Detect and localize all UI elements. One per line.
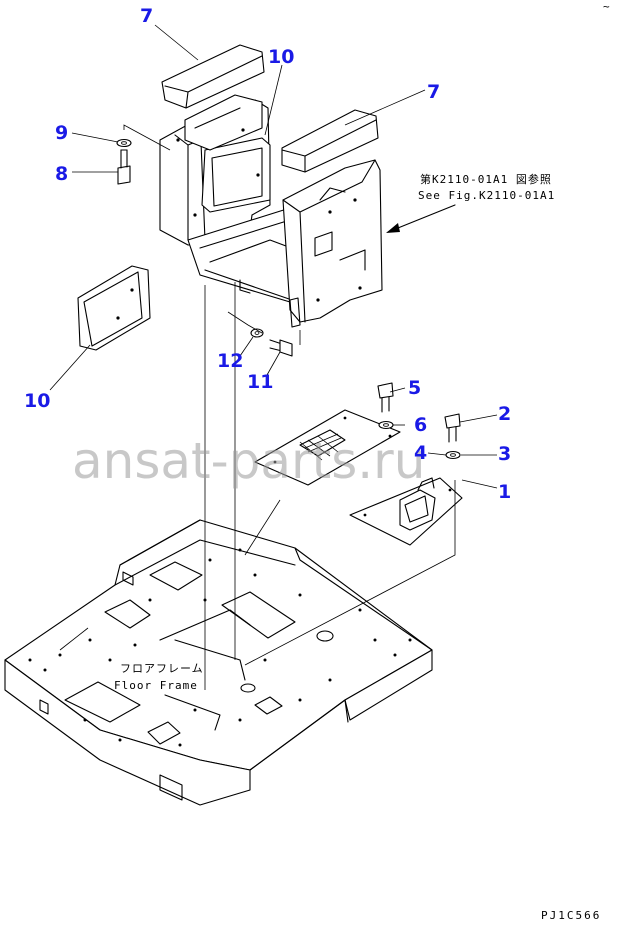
assembly-guide-lines <box>59 282 456 690</box>
callout-7-right: 7 <box>427 81 440 103</box>
bolt-8 <box>117 149 131 185</box>
armrest-cushion-left <box>161 44 265 109</box>
callout-7-top: 7 <box>140 5 153 27</box>
callout-9: 9 <box>55 122 68 144</box>
seat-stand-assembly <box>159 94 383 328</box>
armrest-cushion-right <box>281 109 379 173</box>
reference-arrow <box>386 204 456 233</box>
bracket-1 <box>349 477 463 546</box>
floor-frame-label-jp: フロアフレーム <box>120 662 204 675</box>
callout-1: 1 <box>498 481 511 503</box>
callout-10-top: 10 <box>268 46 294 68</box>
washer-9 <box>116 138 132 148</box>
callout-12: 12 <box>217 350 243 372</box>
floor-frame-label-en: Floor Frame <box>114 679 198 692</box>
callout-4: 4 <box>414 442 427 464</box>
bolt-5 <box>377 382 394 413</box>
bolt-11-guide-line <box>227 311 263 334</box>
callout-3: 3 <box>498 443 511 465</box>
reference-note-jp: 第K2110-01A1 図参照 <box>420 172 552 186</box>
callout-8: 8 <box>55 163 68 185</box>
bolt-2 <box>444 413 461 443</box>
side-pad-cushion <box>77 265 151 351</box>
callout-2: 2 <box>498 403 511 425</box>
corner-mark: ~ <box>603 0 611 13</box>
washer-12 <box>250 328 264 338</box>
bolt-11 <box>269 339 293 357</box>
bolt-8-guide-line <box>123 124 171 151</box>
callout-10-bottom: 10 <box>24 390 50 412</box>
floor-frame <box>4 519 433 806</box>
callout-5: 5 <box>408 377 421 399</box>
drawing-code: PJ1C566 <box>541 909 601 922</box>
washer-6 <box>378 420 394 430</box>
cover-plate <box>254 409 401 486</box>
watermark: ansat-parts.ru <box>72 432 425 490</box>
reference-note-en: See Fig.K2110-01A1 <box>418 189 555 202</box>
callout-11: 11 <box>247 371 273 393</box>
leader-lines <box>49 24 498 489</box>
washer-4 <box>445 450 461 460</box>
callout-6: 6 <box>414 414 427 436</box>
